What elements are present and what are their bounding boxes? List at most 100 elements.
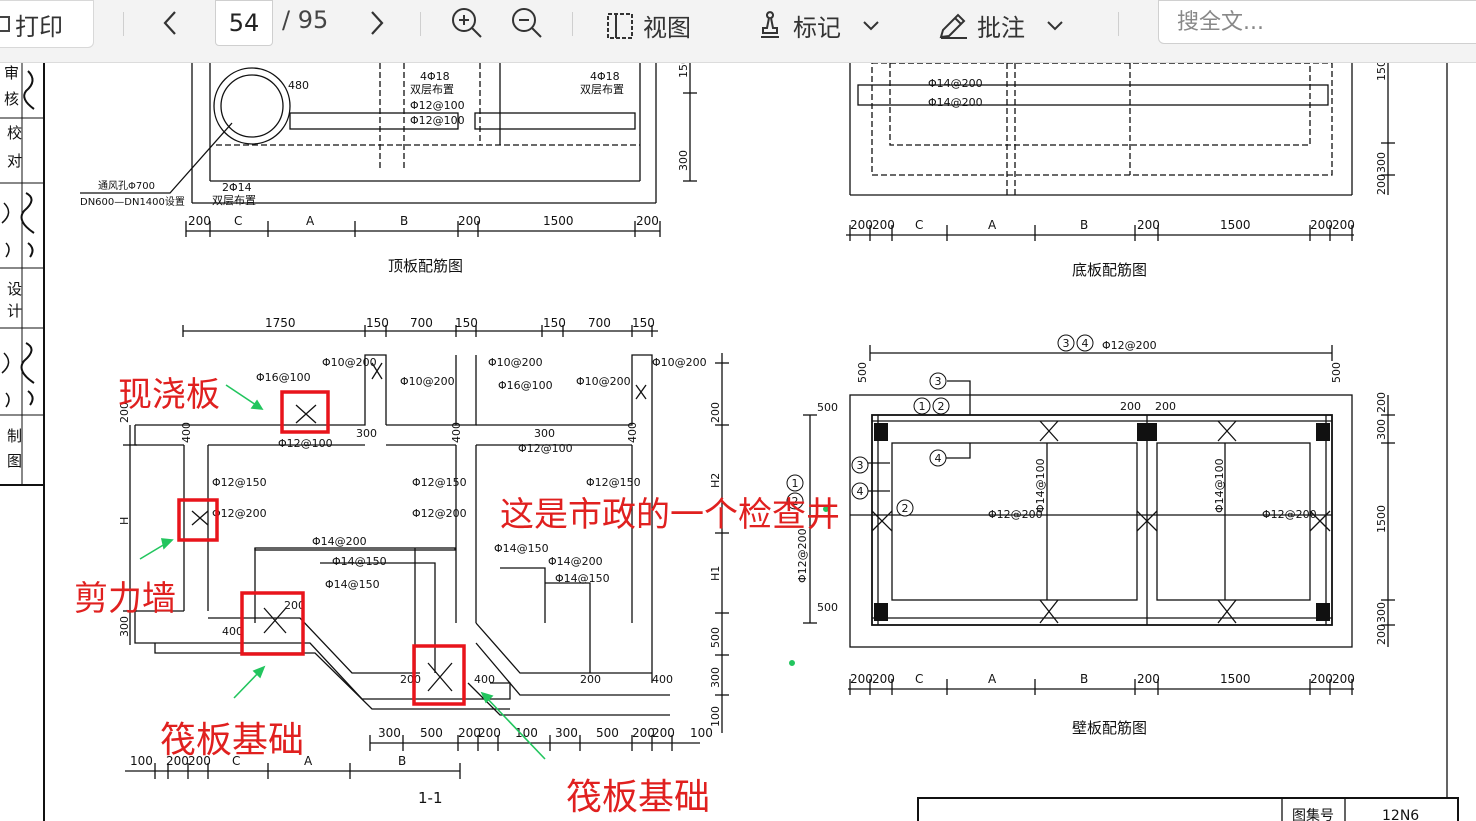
annotate-label: 批注 bbox=[977, 14, 1025, 42]
cad-text: 双层布置 bbox=[580, 83, 624, 96]
cad-text: 150 bbox=[543, 316, 566, 330]
cad-text: 200 bbox=[284, 599, 305, 612]
toolbar-separator bbox=[572, 12, 573, 36]
cad-text: 100 bbox=[515, 726, 538, 740]
annotate-button[interactable]: 批注 bbox=[937, 8, 1067, 43]
cad-text: 双层布置 bbox=[212, 194, 256, 207]
print-button[interactable]: 打印 bbox=[0, 0, 94, 48]
cad-text: Φ12@200 bbox=[212, 507, 267, 520]
cad-text: 200 bbox=[188, 754, 211, 768]
cad-text: 200 bbox=[1332, 672, 1355, 686]
cad-text: Φ14@150 bbox=[494, 542, 549, 555]
cad-text: Φ10@200 bbox=[322, 356, 377, 369]
cad-text: 2Φ14 bbox=[222, 181, 252, 194]
cad-text: Φ14@100 bbox=[1034, 458, 1047, 513]
cad-text: 1750 bbox=[265, 316, 296, 330]
zoom-out-icon bbox=[512, 8, 542, 38]
zoom-out-button[interactable] bbox=[510, 6, 544, 40]
callout-number: 3 bbox=[857, 459, 864, 472]
cad-text: 200 bbox=[850, 672, 873, 686]
cad-text: Φ14@200 bbox=[312, 535, 367, 548]
cad-text: 400 bbox=[474, 673, 495, 686]
cad-text: 100 bbox=[690, 726, 713, 740]
cad-text: C bbox=[232, 754, 240, 768]
cad-text: 700 bbox=[588, 316, 611, 330]
drawing-title-top: 顶板配筋图 bbox=[388, 257, 463, 275]
cad-text: 500 bbox=[856, 362, 869, 383]
title-block-strip: 审 核 校 对 设 计 制 图 bbox=[0, 63, 46, 821]
page-total: / 95 bbox=[282, 6, 329, 34]
cad-text: A bbox=[988, 218, 997, 232]
cad-text: 200 bbox=[478, 726, 501, 740]
cad-text: Φ12@100 bbox=[278, 437, 333, 450]
cad-text: 300 bbox=[1375, 602, 1388, 623]
cad-text: H bbox=[118, 517, 131, 525]
cad-text: 双层布置 bbox=[410, 83, 454, 96]
annotation-shear-wall: 剪力墙 bbox=[74, 579, 176, 619]
strip-label: 计 bbox=[5, 303, 23, 318]
cad-text: 100 bbox=[130, 754, 153, 768]
mark-button[interactable]: 标记 bbox=[755, 8, 883, 43]
cad-text: 300 bbox=[356, 427, 377, 440]
cad-text: 300 bbox=[677, 150, 690, 171]
cad-text: 200 bbox=[1332, 218, 1355, 232]
callout-number: 4 bbox=[857, 485, 864, 498]
cad-text: 500 bbox=[596, 726, 619, 740]
cad-text: Φ12@200 bbox=[412, 507, 467, 520]
cad-text: 200 bbox=[458, 726, 481, 740]
cad-text: 200 bbox=[636, 214, 659, 228]
cad-text: 500 bbox=[1330, 362, 1343, 383]
strip-label: 核 bbox=[2, 91, 20, 106]
strip-label: 校 bbox=[5, 125, 23, 140]
search-input[interactable]: 搜全文... bbox=[1158, 0, 1476, 44]
cad-text: Φ16@100 bbox=[498, 379, 553, 392]
cad-text: 200 bbox=[1310, 218, 1333, 232]
cad-text: 500 bbox=[817, 401, 838, 414]
cad-text: 200 bbox=[1310, 672, 1333, 686]
strip-label: 审 bbox=[2, 65, 20, 80]
callout-number: 4 bbox=[935, 452, 942, 465]
cad-text: Φ12@200 bbox=[1102, 339, 1157, 352]
cad-text: 4Φ18 bbox=[420, 70, 450, 83]
cad-text: H2 bbox=[709, 473, 722, 488]
cad-text: Φ14@200 bbox=[928, 96, 983, 109]
next-page-button[interactable] bbox=[365, 8, 387, 38]
cad-text: 480 bbox=[288, 79, 309, 92]
zoom-in-button[interactable] bbox=[450, 6, 484, 40]
cad-text: Φ12@150 bbox=[412, 476, 467, 489]
page-number-input[interactable]: 54 bbox=[215, 0, 273, 46]
strip-label: 制 bbox=[5, 428, 23, 443]
cad-text: Φ14@200 bbox=[548, 555, 603, 568]
view-label: 视图 bbox=[643, 14, 691, 42]
view-button[interactable]: 视图 bbox=[605, 8, 691, 43]
section-label: 1-1 bbox=[418, 789, 443, 807]
cad-text: 200 bbox=[1120, 400, 1141, 413]
cad-text: 300 bbox=[1375, 419, 1388, 440]
cad-text: 200 bbox=[400, 673, 421, 686]
title-block-lines bbox=[0, 63, 45, 821]
cad-text: Φ12@200 bbox=[1262, 508, 1317, 521]
cad-text: 300 bbox=[709, 667, 722, 688]
cad-text: 200 bbox=[458, 214, 481, 228]
cad-text: 700 bbox=[410, 316, 433, 330]
stamp-icon bbox=[761, 10, 779, 38]
cad-text: 150 bbox=[632, 316, 655, 330]
toolbar-separator bbox=[1118, 12, 1119, 36]
cad-text: 200 bbox=[850, 218, 873, 232]
cad-text: 400 bbox=[222, 625, 243, 638]
cad-text: 100 bbox=[709, 706, 722, 727]
cad-text: Φ12@200 bbox=[988, 508, 1043, 521]
callout-number: 1 bbox=[792, 477, 799, 490]
prev-page-button[interactable] bbox=[160, 8, 182, 38]
cad-text: 4Φ18 bbox=[590, 70, 620, 83]
cad-text: A bbox=[304, 754, 313, 768]
cad-text: DN600—DN1400设置 bbox=[80, 196, 185, 208]
cad-text: 1500 bbox=[1375, 505, 1388, 533]
chevron-down-icon bbox=[863, 20, 879, 30]
cad-text: 400 bbox=[450, 422, 463, 443]
cad-text: 200 bbox=[1375, 174, 1388, 195]
cad-text: Φ12@150 bbox=[586, 476, 641, 489]
cad-text: A bbox=[306, 214, 315, 228]
cad-text: B bbox=[398, 754, 406, 768]
cad-text: 400 bbox=[652, 673, 673, 686]
